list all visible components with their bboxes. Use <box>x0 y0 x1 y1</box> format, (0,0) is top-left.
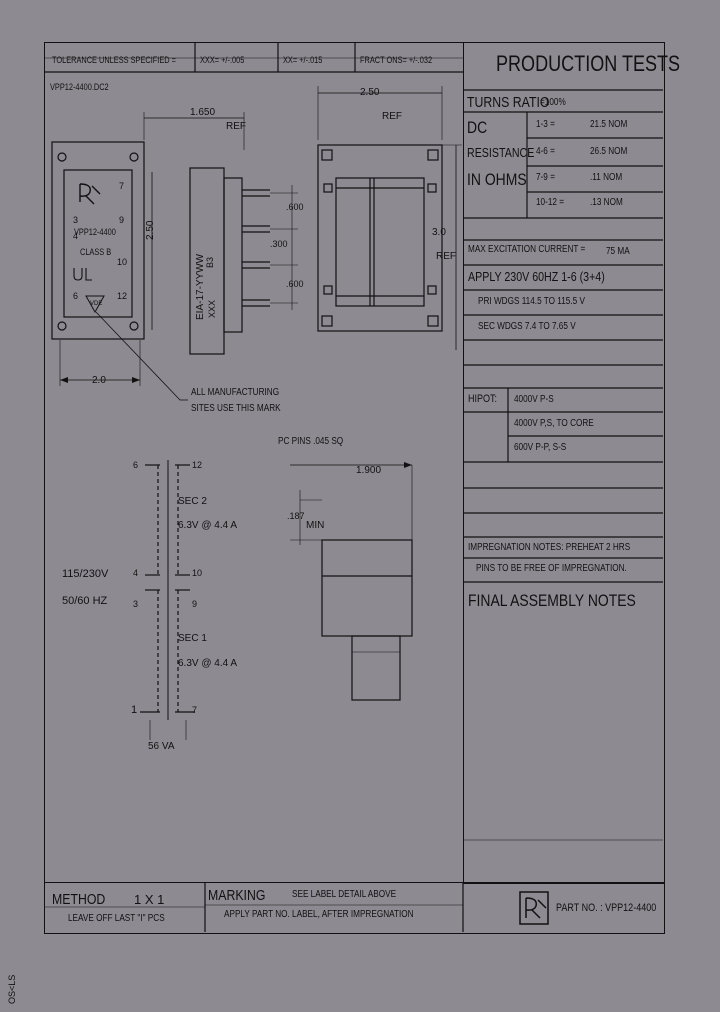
mfg-note-2: SITES USE THIS MARK <box>191 403 281 414</box>
dcr-pins: 1-3 = <box>536 119 555 130</box>
sec-wdgs: SEC WDGS 7.4 TO 7.65 V <box>478 321 576 332</box>
label-pin: 3 <box>73 215 79 225</box>
label-class: CLASS B <box>80 247 112 257</box>
sec1-rating: 6.3V @ 4.4 A <box>178 658 238 669</box>
dim-20: 2.0 <box>92 375 106 386</box>
pin-detail-body <box>321 539 413 637</box>
tests-title: PRODUCTION TESTS <box>496 51 681 76</box>
method-label: METHOD <box>52 891 106 908</box>
label-pin: 9 <box>119 215 125 225</box>
label-pin: 12 <box>117 291 128 301</box>
max-excitation-value: 75 MA <box>606 246 630 257</box>
dim-600a: .600 <box>286 202 304 212</box>
in-ohms-label: IN OHMS <box>467 170 527 189</box>
mfg-note-1: ALL MANUFACTURING <box>191 387 280 398</box>
dim-1900: 1.900 <box>356 465 382 476</box>
pin-1: 1 <box>131 704 138 716</box>
dc-label: DC <box>467 118 488 137</box>
pin-4: 4 <box>133 568 139 578</box>
pin-10: 10 <box>192 568 203 578</box>
drawing-id: VPP12-4400.DC2 <box>50 82 109 92</box>
frequency: 50/60 HZ <box>62 595 108 607</box>
leave-off-note: LEAVE OFF LAST "I" PCS <box>68 913 165 924</box>
label-vde: VDE <box>90 301 103 307</box>
hipot-row: 4000V P-S <box>514 394 554 405</box>
dcr-value: .13 NOM <box>590 197 623 208</box>
footer-frame <box>44 882 665 934</box>
tests-panel-frame <box>463 42 665 884</box>
side-view-b3: B3 <box>205 256 215 268</box>
dim-250-side: 2.50 <box>145 220 156 240</box>
sec2-rating: 6.3V @ 4.4 A <box>178 520 238 531</box>
sec1-label: SEC 1 <box>178 633 207 644</box>
dcr-value: 26.5 NOM <box>590 146 628 157</box>
tolerance-xx: XX= +/-.015 <box>283 55 323 65</box>
sec2-label: SEC 2 <box>178 496 207 507</box>
label-pin: 4 <box>73 231 79 241</box>
pri-wdgs: PRI WDGS 114.5 TO 115.5 V <box>478 296 585 307</box>
label-pin: 7 <box>119 181 125 191</box>
hipot-label: HIPOT: <box>468 393 498 405</box>
label-view-outline <box>51 141 145 340</box>
tolerance-label: TOLERANCE UNLESS SPECIFIED = <box>52 55 176 65</box>
dim-ref-2: REF <box>382 111 402 122</box>
dim-300: .300 <box>270 239 288 249</box>
resistance-label: RESISTANCE <box>467 145 535 160</box>
marking-label: MARKING <box>208 887 266 904</box>
tolerance-fractions: FRACT ONS= +/-.032 <box>360 55 433 65</box>
dim-250-top: 2.50 <box>360 87 380 98</box>
turns-ratio-value: =100% <box>540 97 566 108</box>
dim-600b: .600 <box>286 279 304 289</box>
va-rating: 56 VA <box>148 741 175 752</box>
dcr-value: .11 NOM <box>590 172 623 183</box>
pin-9: 9 <box>192 599 198 609</box>
dim-1650: 1.650 <box>190 107 216 118</box>
part-number: PART NO. : VPP12-4400 <box>556 902 657 914</box>
pin-3: 3 <box>133 599 139 609</box>
primary-voltage: 115/230V <box>62 568 109 580</box>
apply-label-note: APPLY PART NO. LABEL, AFTER IMPREGNATION <box>224 909 414 920</box>
dcr-pins: 10-12 = <box>536 197 565 208</box>
dim-30: 3.0 <box>432 227 446 238</box>
dcr-value: 21.5 NOM <box>590 119 628 130</box>
label-pin: 6 <box>73 291 79 301</box>
final-assembly-title: FINAL ASSEMBLY NOTES <box>468 591 636 610</box>
dim-min: MIN <box>306 520 325 531</box>
method-value: 1 X 1 <box>134 892 165 907</box>
impregnation-note-2: PINS TO BE FREE OF IMPREGNATION. <box>476 563 627 574</box>
label-part: VPP12-4400 <box>74 227 116 237</box>
apply-test: APPLY 230V 60HZ 1-6 (3+4) <box>468 269 605 284</box>
pc-pins-note: PC PINS .045 SQ <box>278 436 344 447</box>
margin-code: OS<LS <box>7 974 17 1004</box>
dim-187: .187 <box>287 511 305 521</box>
max-excitation-label: MAX EXCITATION CURRENT = <box>468 244 586 255</box>
dim-ref-3: REF <box>436 251 456 262</box>
hipot-row: 600V P-P, S-S <box>514 442 567 453</box>
see-label-note: SEE LABEL DETAIL ABOVE <box>292 889 397 900</box>
dcr-pins: 4-6 = <box>536 146 555 157</box>
hipot-row: 4000V P,S, TO CORE <box>514 418 594 429</box>
label-pin: 10 <box>117 257 128 267</box>
end-view-outline <box>317 144 443 332</box>
label-area <box>63 169 133 318</box>
side-view-xxx: XXX <box>207 299 217 318</box>
dcr-pins: 7-9 = <box>536 172 555 183</box>
footer-logo-mark <box>519 891 549 925</box>
impregnation-note-1: IMPREGNATION NOTES: PREHEAT 2 HRS <box>468 542 631 553</box>
turns-ratio-label: TURNS RATIO <box>467 94 550 111</box>
dim-ref-1: REF <box>226 121 246 132</box>
pin-12: 12 <box>192 460 203 470</box>
tolerance-xxx: XXX= +/-.005 <box>200 55 245 65</box>
pin-7: 7 <box>192 705 198 715</box>
pin-6: 6 <box>133 460 139 470</box>
